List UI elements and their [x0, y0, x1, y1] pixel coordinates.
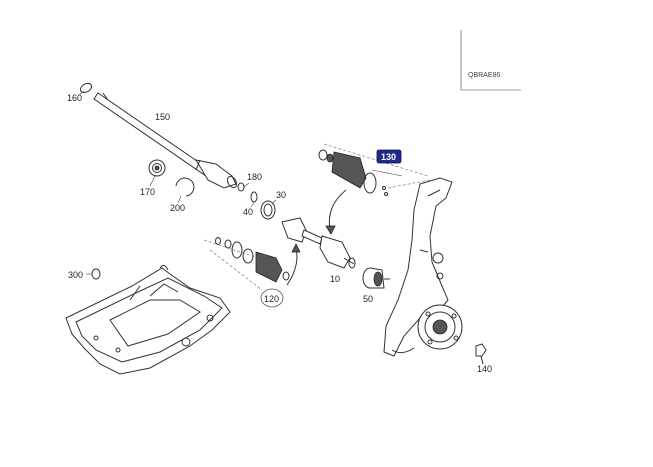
label-170: 170	[140, 187, 155, 197]
label-140: 140	[477, 364, 492, 374]
label-30: 30	[276, 190, 286, 200]
label-160: 160	[67, 93, 82, 103]
wheel-hub-flange[interactable]	[417, 304, 463, 350]
label-10: 10	[330, 274, 340, 284]
label-130: 130	[381, 152, 396, 162]
bolt-140[interactable]	[475, 343, 487, 365]
label-200: 200	[170, 203, 185, 213]
boot-kit-120[interactable]	[203, 237, 290, 291]
reference-box: QBRAE86	[460, 30, 521, 91]
boot-kit-130[interactable]	[318, 143, 431, 196]
label-150: 150	[155, 112, 170, 122]
circlip-160[interactable]	[79, 82, 93, 95]
label-180: 180	[247, 172, 262, 182]
reference-code: QBRAE86	[468, 72, 500, 79]
label-120: 120	[264, 294, 279, 304]
oil-pan[interactable]	[65, 264, 231, 375]
part-120-callout[interactable]: 120	[260, 288, 284, 308]
hub-50[interactable]	[362, 267, 390, 289]
label-40: 40	[243, 207, 253, 217]
washer-180[interactable]	[237, 182, 258, 203]
snap-ring-200[interactable]	[175, 177, 195, 197]
drive-shaft-150[interactable]	[93, 92, 238, 189]
label-50: 50	[363, 294, 373, 304]
label-300: 300	[68, 270, 83, 280]
axle-shaft-10[interactable]	[281, 217, 356, 269]
part-130-highlight[interactable]: 130	[376, 149, 402, 164]
assembly-arrows	[286, 189, 347, 286]
ring-30[interactable]	[260, 200, 276, 220]
bearing-170[interactable]	[148, 159, 166, 177]
seal-300[interactable]	[91, 268, 101, 280]
